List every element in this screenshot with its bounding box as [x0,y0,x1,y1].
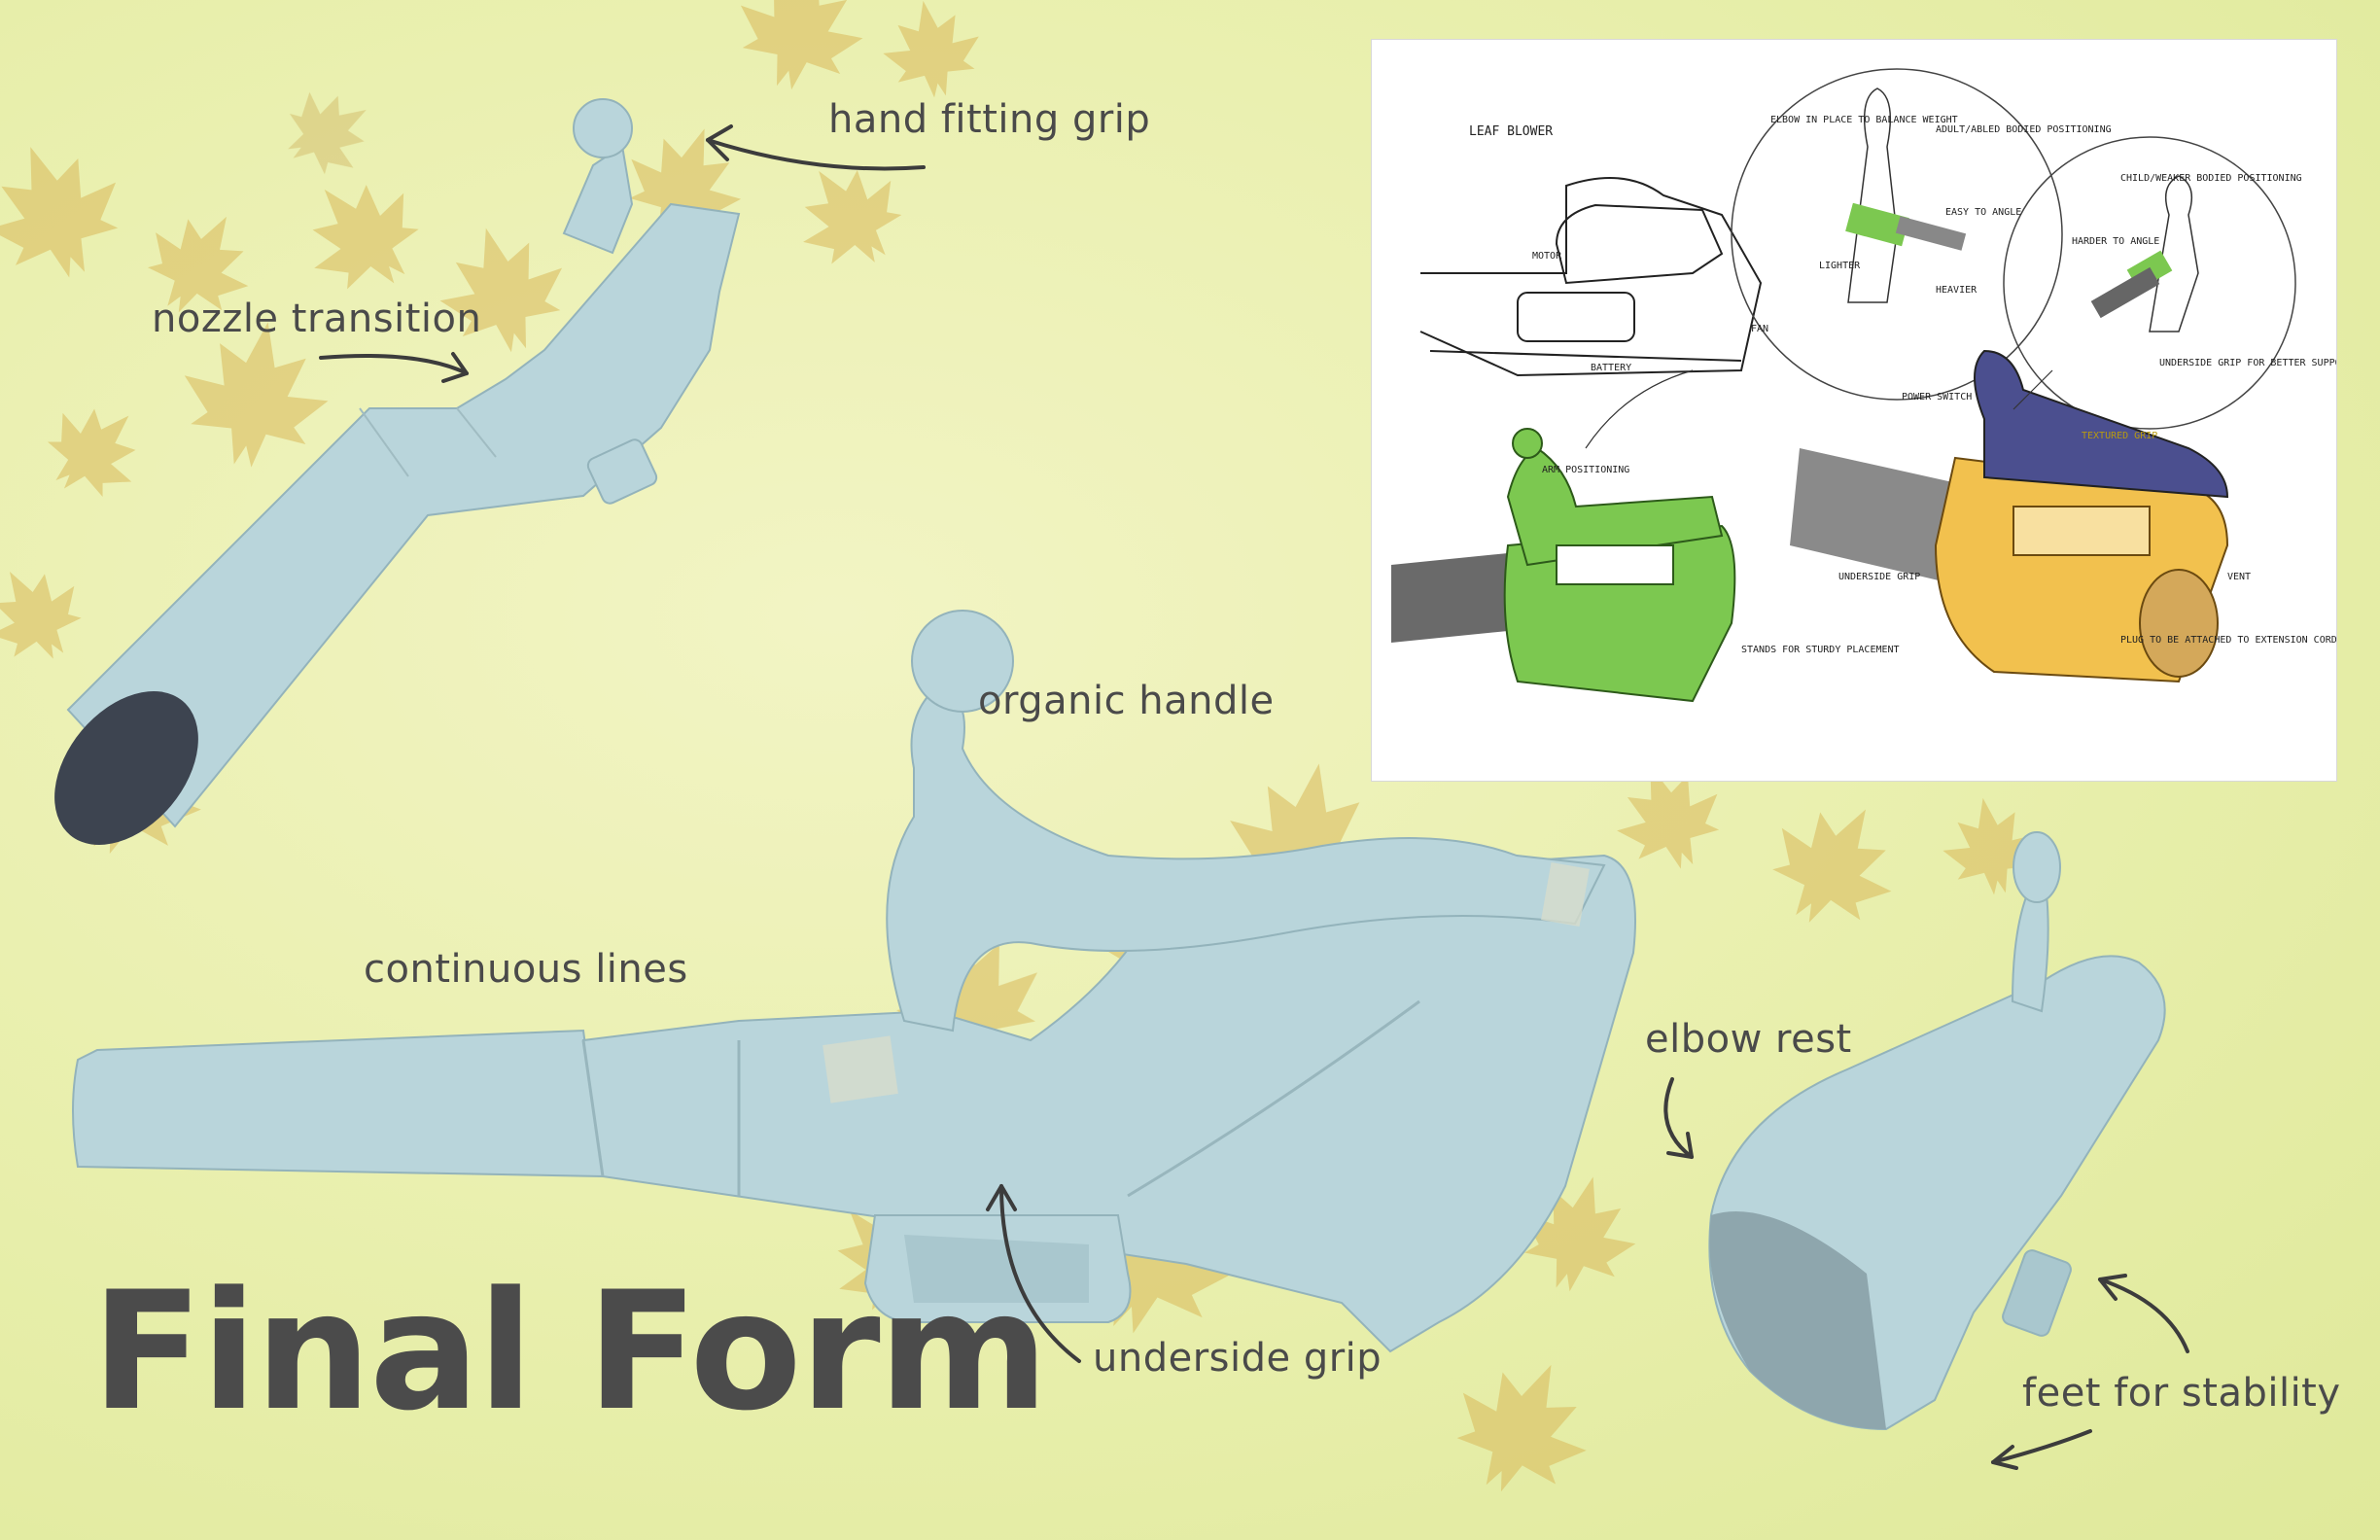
sketch-note-lighter: LIGHTER [1819,261,1861,271]
sketch-note-plug: PLUG TO BE ATTACHED TO EXTENSION CORD [2120,635,2336,646]
sketch-note-power-switch: POWER SWITCH [1902,392,1972,402]
sketch-figure-adult [1845,88,1967,303]
label-nozzle-transition: nozzle transition [152,297,482,341]
page-title: Final Form [91,1256,1049,1447]
sketch-note-underside-grip: UNDERSIDE GRIP [1838,572,1920,582]
sketch-note-motor: MOTOR [1532,251,1562,262]
concept-sketch-panel: LEAF BLOWER [1371,39,2353,782]
label-feet-for-stability: feet for stability [2022,1371,2341,1416]
sketch-note-heavier: HEAVIER [1936,285,1978,296]
label-continuous-lines: continuous lines [364,947,688,992]
sketch-note-underside-support: UNDERSIDE GRIP FOR BETTER SUPPORT [2159,358,2336,368]
foam-model-rear-view [1708,831,2166,1431]
sketch-note-elbow: ELBOW IN PLACE TO BALANCE WEIGHT [1770,115,1958,125]
sketch-note-fan: FAN [1751,324,1768,334]
sketch-note-easy-angle: EASY TO ANGLE [1945,207,2021,218]
label-organic-handle: organic handle [978,679,1275,723]
sketch-note-harder: HARDER TO ANGLE [2072,236,2159,247]
label-hand-fitting-grip: hand fitting grip [828,97,1151,142]
sketch-note-battery: BATTERY [1591,363,1631,373]
sketch-note-arm-positioning: ARM POSITIONING [1542,465,1629,475]
label-underside-grip: underside grip [1093,1336,1382,1381]
sketch-title: LEAF BLOWER [1469,124,1553,139]
sketch-note-stands: STANDS FOR STURDY PLACEMENT [1741,645,1900,655]
sketch-green-blower [1391,428,1736,703]
sketch-blower-outline [1419,177,1763,377]
sketch-yellow-blower [1790,349,2229,683]
sketch-note-child: CHILD/WEAKER BODIED POSITIONING [2120,173,2302,184]
sketch-note-adult: ADULT/ABLED BODIED POSITIONING [1936,124,2112,135]
sketch-note-vent: VENT [2227,572,2251,582]
foam-model-top-view [54,98,741,845]
sketch-figure-child [2090,175,2199,332]
concept-sketch: LEAF BLOWER [1391,68,2353,703]
label-elbow-rest: elbow rest [1645,1017,1852,1062]
sketch-note-textured-grip: TEXTURED GRIP [2082,431,2157,441]
